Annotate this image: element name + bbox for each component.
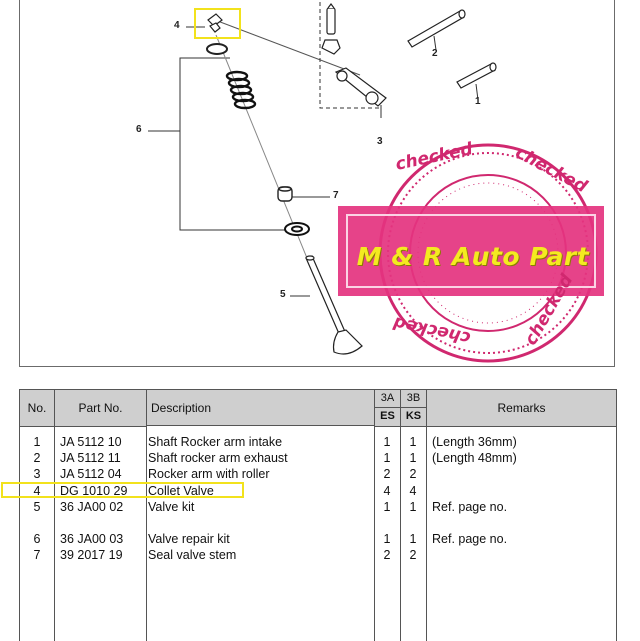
table-row: 3 JA 5112 04 Rocker arm with roller 2 2 bbox=[20, 467, 616, 482]
row-description: Rocker arm with roller bbox=[148, 467, 270, 481]
row-no: 3 bbox=[33, 467, 41, 481]
exploded-parts-diagram: 4 2 1 6 3 7 5 bbox=[19, 0, 615, 367]
row-no: 2 bbox=[33, 451, 41, 465]
table-row: 2 JA 5112 11 Shaft rocker arm exhaust 1 … bbox=[20, 451, 616, 466]
row-no: 6 bbox=[33, 532, 41, 546]
stamp-shop-name: M & R Auto Part bbox=[356, 242, 590, 271]
leader-line-2 bbox=[433, 35, 437, 51]
row-part-no: 36 JA00 03 bbox=[60, 532, 124, 546]
row-qty-3b: 2 bbox=[409, 548, 417, 562]
header-3a bbox=[375, 390, 400, 427]
header-3b-bottom: KS bbox=[405, 410, 422, 422]
parts-table: No. Part No. Description Remarks 3A ES 3… bbox=[19, 389, 617, 641]
row-qty-3b: 1 bbox=[409, 451, 417, 465]
row-description: Shaft rocker arm exhaust bbox=[148, 451, 288, 465]
table-row: 1 JA 5112 10 Shaft Rocker arm intake 1 1… bbox=[20, 435, 616, 450]
valve-part bbox=[305, 255, 363, 355]
callout-2: 2 bbox=[432, 48, 438, 59]
spring-retainer-part bbox=[206, 43, 228, 55]
row-part-no: 36 JA00 02 bbox=[60, 500, 124, 514]
row-qty-3a: 2 bbox=[383, 548, 391, 562]
header-3b bbox=[401, 390, 426, 427]
row-description: Collet Valve bbox=[148, 484, 214, 498]
stamp-band-inner bbox=[346, 214, 596, 288]
header-remarks: Remarks bbox=[427, 390, 616, 427]
col-no-divider bbox=[20, 390, 55, 641]
row-qty-3b: 1 bbox=[409, 500, 417, 514]
row-part-no: JA 5112 11 bbox=[60, 451, 121, 465]
row-qty-3b: 2 bbox=[409, 467, 417, 481]
callout-3: 3 bbox=[377, 136, 383, 147]
callout-6: 6 bbox=[136, 124, 142, 135]
row-part-no: JA 5112 04 bbox=[60, 467, 122, 481]
callout-5: 5 bbox=[280, 289, 286, 300]
row-remarks: (Length 36mm) bbox=[432, 435, 517, 449]
callout-4: 4 bbox=[174, 20, 180, 31]
stamp-band bbox=[338, 206, 604, 296]
rocker-dashed-box bbox=[319, 2, 382, 109]
row-remarks: Ref. page no. bbox=[432, 532, 508, 546]
row-part-no: DG 1010 29 bbox=[60, 484, 128, 498]
header-3ab-split-line bbox=[375, 407, 426, 408]
valve-stem-seal-part bbox=[277, 186, 293, 202]
row-qty-3a: 1 bbox=[383, 451, 391, 465]
row-qty-3a: 1 bbox=[383, 532, 391, 546]
col-3b-divider bbox=[400, 390, 427, 641]
header-part-no: Part No. bbox=[55, 390, 146, 427]
table-row: 7 39 2017 19 Seal valve stem 2 2 bbox=[20, 548, 616, 563]
row-qty-3b: 1 bbox=[409, 435, 417, 449]
row-qty-3a: 1 bbox=[383, 435, 391, 449]
row-remarks: (Length 48mm) bbox=[432, 451, 517, 465]
row-qty-3b: 1 bbox=[409, 532, 417, 546]
row-description: Shaft Rocker arm intake bbox=[148, 435, 283, 449]
table-row: 5 36 JA00 02 Valve kit 1 1 Ref. page no. bbox=[20, 500, 616, 515]
leader-line-1 bbox=[475, 83, 479, 101]
row-description: Valve repair kit bbox=[148, 532, 230, 546]
rocker-shaft-intake-part bbox=[456, 62, 497, 89]
row-part-no: JA 5112 10 bbox=[60, 435, 122, 449]
callout-7: 7 bbox=[333, 190, 339, 201]
row-qty-3a: 2 bbox=[383, 467, 391, 481]
header-no: No. bbox=[20, 390, 54, 427]
callout-1: 1 bbox=[475, 96, 481, 107]
header-3a-top: 3A bbox=[380, 392, 395, 404]
header-3b-top: 3B bbox=[406, 392, 421, 404]
row-no: 4 bbox=[33, 484, 41, 498]
rocker-arm-part bbox=[321, 3, 387, 107]
valve-axis bbox=[215, 34, 321, 291]
spring-seat-part bbox=[284, 222, 310, 236]
header-description: Description bbox=[147, 390, 374, 426]
col-3a-divider bbox=[374, 390, 401, 641]
row-description: Valve kit bbox=[148, 500, 195, 514]
row-part-no: 39 2017 19 bbox=[60, 548, 123, 562]
row-no: 5 bbox=[33, 500, 41, 514]
row-no: 7 bbox=[33, 548, 41, 562]
row-remarks: Ref. page no. bbox=[432, 500, 508, 514]
table-row: 6 36 JA00 03 Valve repair kit 1 1 Ref. p… bbox=[20, 532, 616, 547]
row-qty-3b: 4 bbox=[409, 484, 417, 498]
col-partno-divider bbox=[54, 390, 147, 641]
row-qty-3a: 1 bbox=[383, 500, 391, 514]
bracket-6 bbox=[179, 57, 288, 231]
rocker-shaft-exhaust-part bbox=[407, 9, 466, 48]
valve-spring-part bbox=[225, 70, 257, 110]
row-description: Seal valve stem bbox=[148, 548, 237, 562]
header-3a-bottom: ES bbox=[380, 410, 395, 422]
table-row-highlighted: 4 DG 1010 29 Collet Valve 4 4 bbox=[20, 484, 616, 499]
collet-valve-part bbox=[207, 13, 223, 33]
col-desc-divider bbox=[146, 390, 375, 641]
row-no: 1 bbox=[33, 435, 41, 449]
row-qty-3a: 4 bbox=[383, 484, 391, 498]
